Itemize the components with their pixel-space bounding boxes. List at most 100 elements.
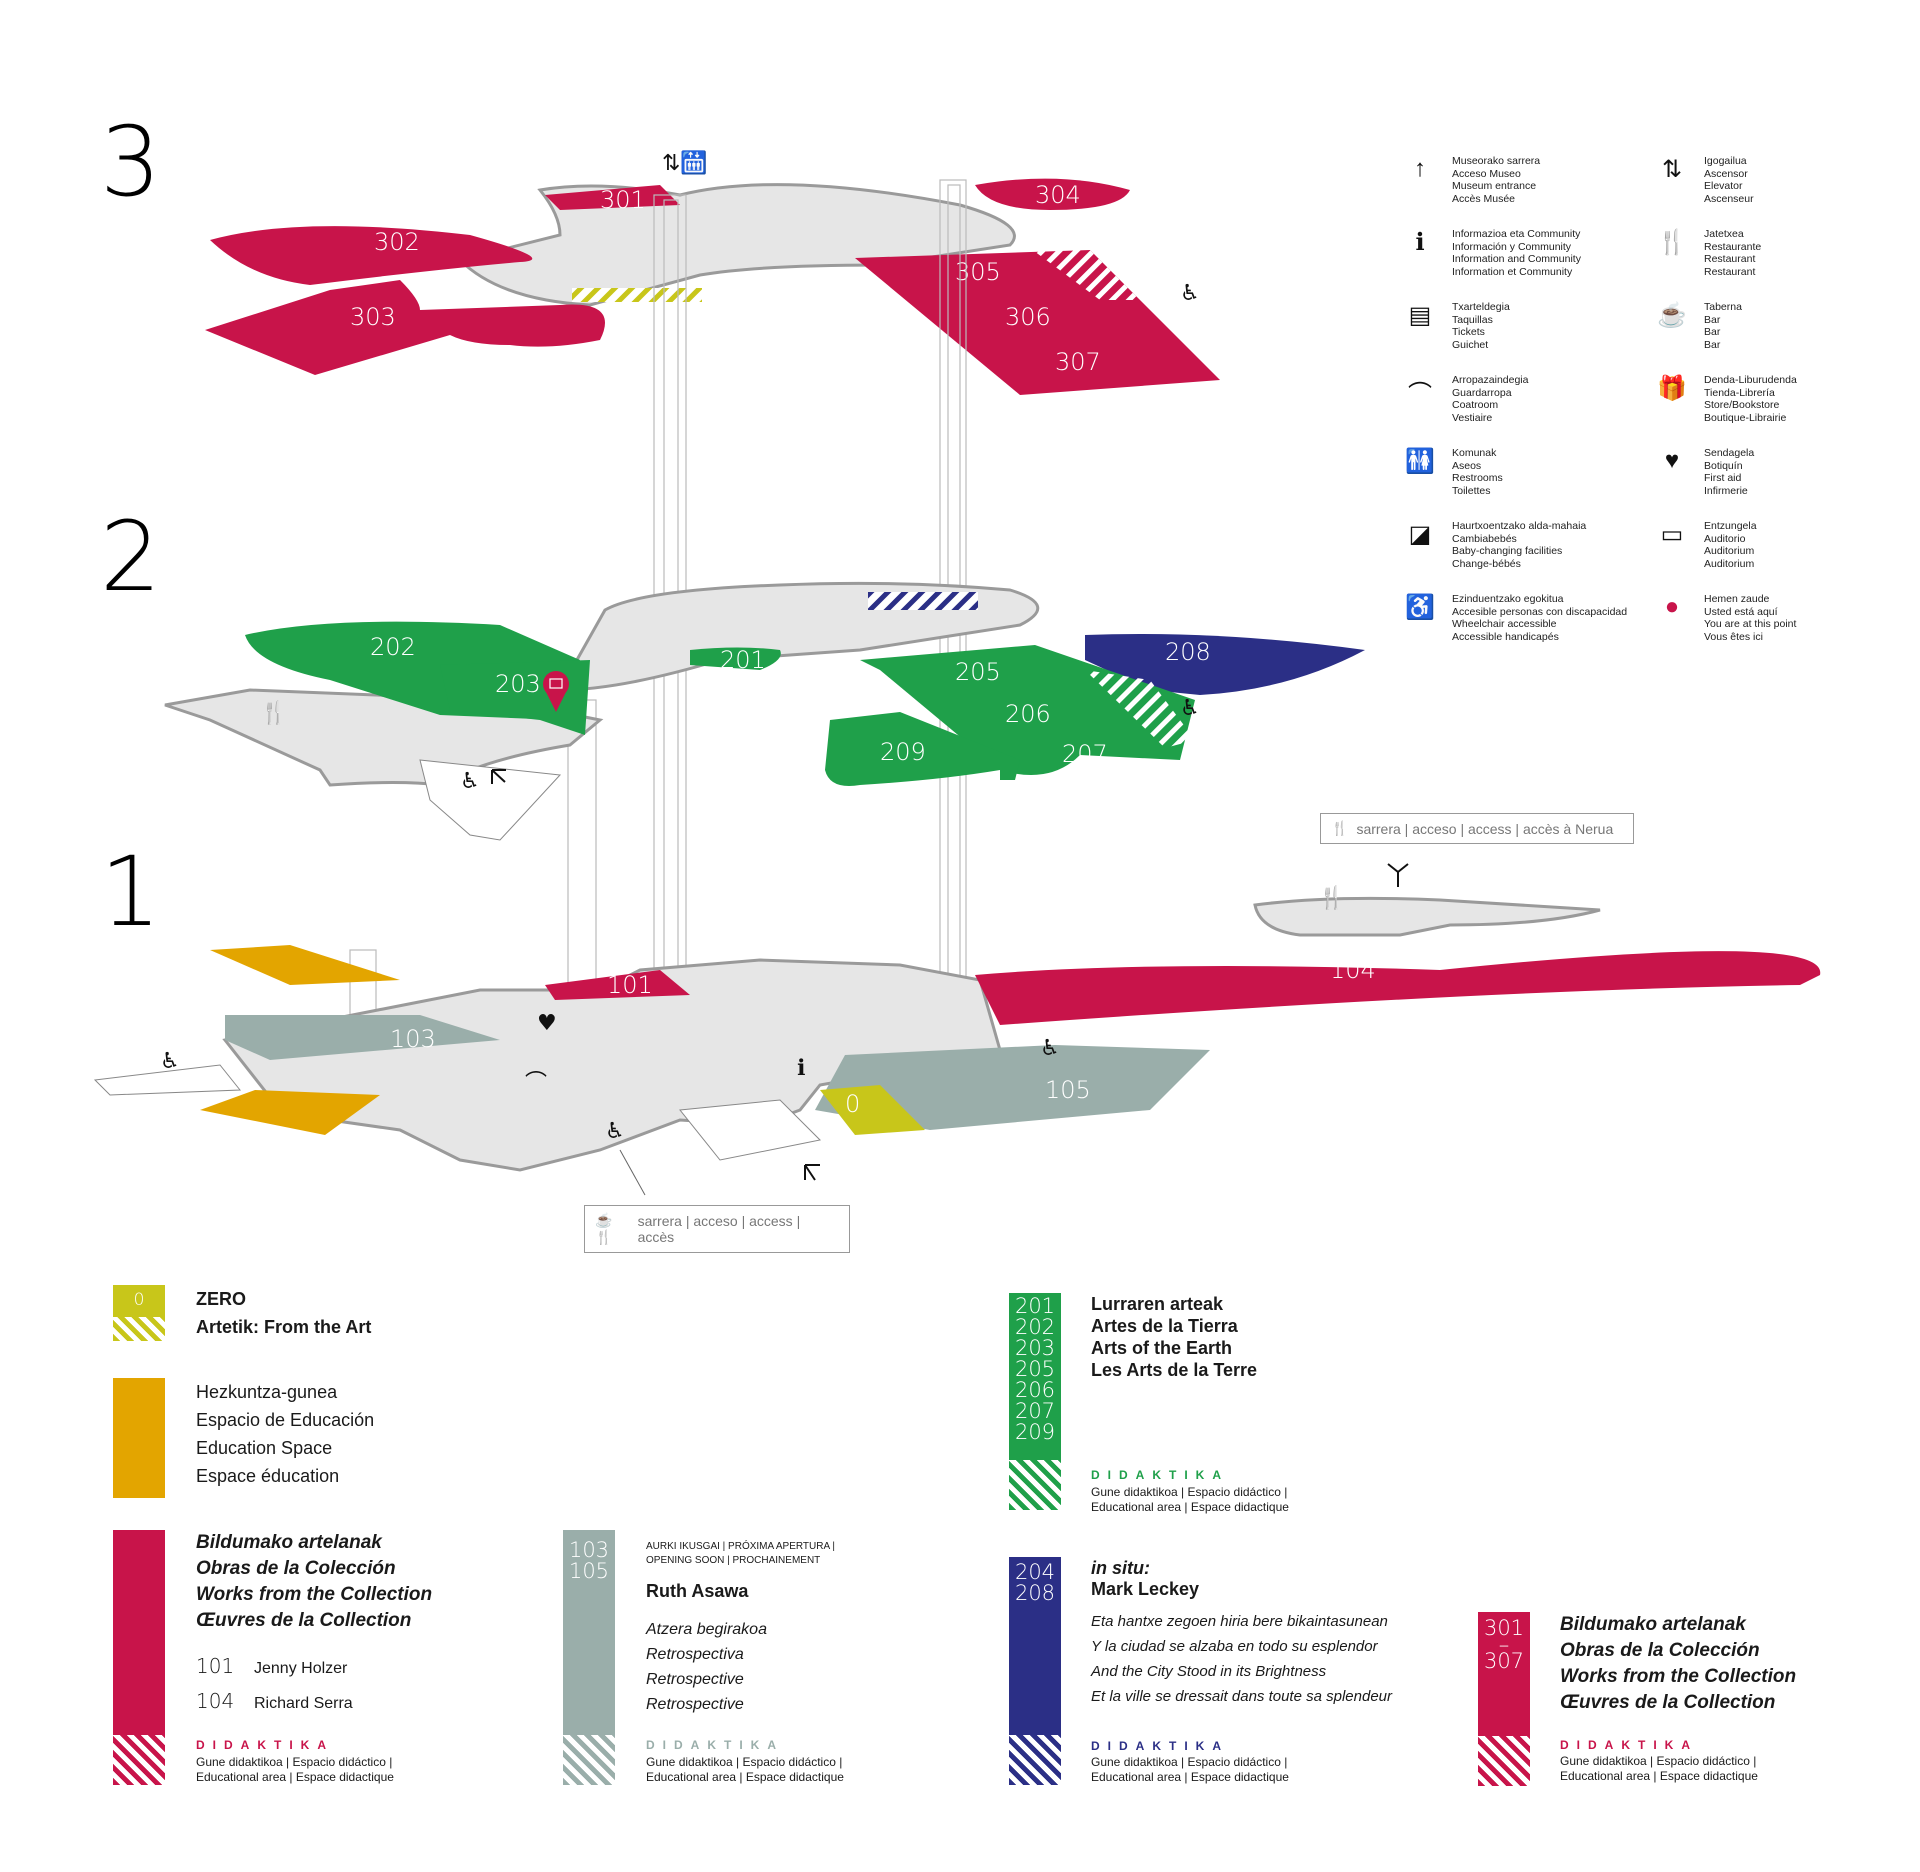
legend-entry-line: Wheelchair accessible xyxy=(1452,618,1557,630)
legend-entry-line: Restrooms xyxy=(1452,472,1503,484)
swatch-asawa-hatch xyxy=(563,1735,615,1785)
hanger-icon: ⌒ xyxy=(1408,381,1432,408)
didactic-area-leckey xyxy=(868,592,978,610)
legend-entry-line: Txarteldegia xyxy=(1452,301,1510,313)
legend-entry-line: Acceso Museo xyxy=(1452,167,1521,180)
legend-entry-line: Auditorium xyxy=(1704,557,1755,570)
legend-entry-line: Tickets xyxy=(1452,326,1485,338)
key-education-lines: Hezkuntza-gunea Espacio de Educación Edu… xyxy=(196,1378,374,1490)
legend-entry-line: Vous êtes ici xyxy=(1704,630,1763,643)
floor-2-entrance-ramp xyxy=(419,759,562,841)
legend-entry-line: Information and Community xyxy=(1452,253,1581,265)
didaktika-label: DIDAKTIKA xyxy=(1091,1739,1229,1753)
legend-entry-line: Sendagela xyxy=(1704,447,1755,459)
item-number: 104 xyxy=(196,1689,235,1713)
restaurant-icon: 🍴 xyxy=(1318,885,1345,911)
room-label-303: 303 xyxy=(350,303,396,331)
asawa-title: Ruth Asawa xyxy=(646,1581,749,1601)
room-label-301: 301 xyxy=(600,186,646,214)
didaktika-sub: Gune didaktikoa | Espacio didáctico | Ed… xyxy=(1091,1755,1289,1785)
wheelchair-icon: ♿ xyxy=(160,1049,180,1074)
wheelchair-icon: ♿ xyxy=(1040,1036,1060,1061)
didaktika-label: DIDAKTIKA xyxy=(646,1738,784,1752)
didaktika-sub: Gune didaktikoa | Espacio didáctico | Ed… xyxy=(646,1755,844,1785)
room-label-104: 104 xyxy=(1330,956,1376,984)
arrow-up-icon: ↑ xyxy=(1414,155,1426,182)
room-201[interactable] xyxy=(690,647,781,671)
didaktika-sub-line: Educational area | Espace didactique xyxy=(1091,1770,1289,1784)
legend-entry-line: Coatroom xyxy=(1452,399,1499,411)
didaktika-label: DIDAKTIKA xyxy=(196,1738,334,1752)
legend-entry-line: Information et Community xyxy=(1452,265,1573,278)
legend-entry-line: Store/Bookstore xyxy=(1704,399,1780,411)
room-label-205: 205 xyxy=(955,658,1001,686)
restroom-icon: 🚻 xyxy=(1405,448,1435,475)
room-303[interactable] xyxy=(205,280,605,375)
room-0[interactable] xyxy=(820,1085,925,1135)
room-209[interactable] xyxy=(825,712,1020,786)
legend-entry-line: First aid xyxy=(1704,472,1742,484)
leckey-lines: Eta hantxe zegoen hiria bere bikaintasun… xyxy=(1091,1609,1392,1709)
didaktika-sub: Gune didaktikoa | Espacio didáctico | Ed… xyxy=(1560,1754,1758,1784)
swatch-collection-1 xyxy=(113,1530,165,1735)
earth-line: Lurraren arteak xyxy=(1091,1294,1224,1314)
legend-entry-line: Change-bébés xyxy=(1452,557,1521,570)
room-208[interactable] xyxy=(1085,634,1365,695)
floor-1-main-stairs xyxy=(679,1099,822,1161)
key-collection-line: Œuvres de la Collection xyxy=(1560,1692,1776,1713)
restaurant-icon: 🍴 xyxy=(1657,229,1687,256)
legend-entry-line: Toilettes xyxy=(1452,484,1491,497)
education-space-north[interactable] xyxy=(210,945,400,985)
asawa-line: Retrospective xyxy=(646,1696,744,1713)
wheelchair-icon: ♿ xyxy=(605,1119,625,1144)
room-104[interactable] xyxy=(975,951,1821,1025)
legend-entry-line: Jatetxea xyxy=(1704,228,1744,240)
room-label-305: 305 xyxy=(955,258,1001,286)
didaktika-sub-line: Gune didaktikoa | Espacio didáctico | xyxy=(1091,1755,1288,1769)
room-301[interactable] xyxy=(545,185,680,210)
legend-entry-line: Entzungela xyxy=(1704,520,1757,532)
earth-line: Arts of the Earth xyxy=(1091,1338,1233,1358)
legend-entry-line: Tienda-Librería xyxy=(1704,386,1775,399)
legend-entry-line: Usted está aquí xyxy=(1704,605,1778,618)
didaktika-sub-line: Educational area | Espace didactique xyxy=(646,1770,844,1784)
legend-entry-line: Accessible handicapés xyxy=(1452,630,1559,643)
room-302[interactable] xyxy=(210,226,533,285)
swatch-collection-3-hatch xyxy=(1478,1736,1530,1786)
wheelchair-icon: ♿ xyxy=(1180,281,1200,306)
wheelchair-icon: ♿ xyxy=(460,769,480,794)
leckey-line: Eta hantxe zegoen hiria bere bikaintasun… xyxy=(1091,1613,1388,1630)
key-education-line: Espace éducation xyxy=(196,1466,340,1486)
didactic-area-collection-floor-3 xyxy=(1030,248,1140,300)
legend-entry-line: Auditorio xyxy=(1704,532,1746,545)
legend-entry-line: You are at this point xyxy=(1704,618,1797,630)
floor-3: 302 303 301 304 305 306 307 xyxy=(205,178,1220,395)
education-space-south[interactable] xyxy=(200,1090,380,1135)
swatch-number: 208 xyxy=(1014,1581,1056,1605)
room-305-307[interactable] xyxy=(855,250,1220,395)
swatch-number: 201 xyxy=(1014,1294,1056,1318)
room-304[interactable] xyxy=(975,178,1130,210)
room-103[interactable] xyxy=(225,1015,500,1060)
legend-entry-line: Información y Community xyxy=(1452,240,1572,253)
key-collection-line: Obras de la Colección xyxy=(196,1558,396,1579)
swatch-asawa: 103 105 xyxy=(563,1530,615,1735)
room-label-306: 306 xyxy=(1005,303,1051,331)
legend-entry-line: Bar xyxy=(1704,326,1721,338)
swatch-number: 207 xyxy=(1014,1399,1056,1423)
room-105[interactable] xyxy=(815,1045,1210,1130)
main-access-box: ☕🍴 sarrera | acceso | access | accès xyxy=(584,1205,850,1253)
swatch-zero: 0 xyxy=(113,1285,165,1317)
didaktika-label: DIDAKTIKA xyxy=(1560,1738,1698,1752)
didaktika-sub-line: Gune didaktikoa | Espacio didáctico | xyxy=(1091,1485,1288,1499)
didaktika-sub: Gune didaktikoa | Espacio didáctico | Ed… xyxy=(1091,1485,1289,1515)
legend-entry-line: Bar xyxy=(1704,338,1721,351)
room-101[interactable] xyxy=(545,970,690,1000)
